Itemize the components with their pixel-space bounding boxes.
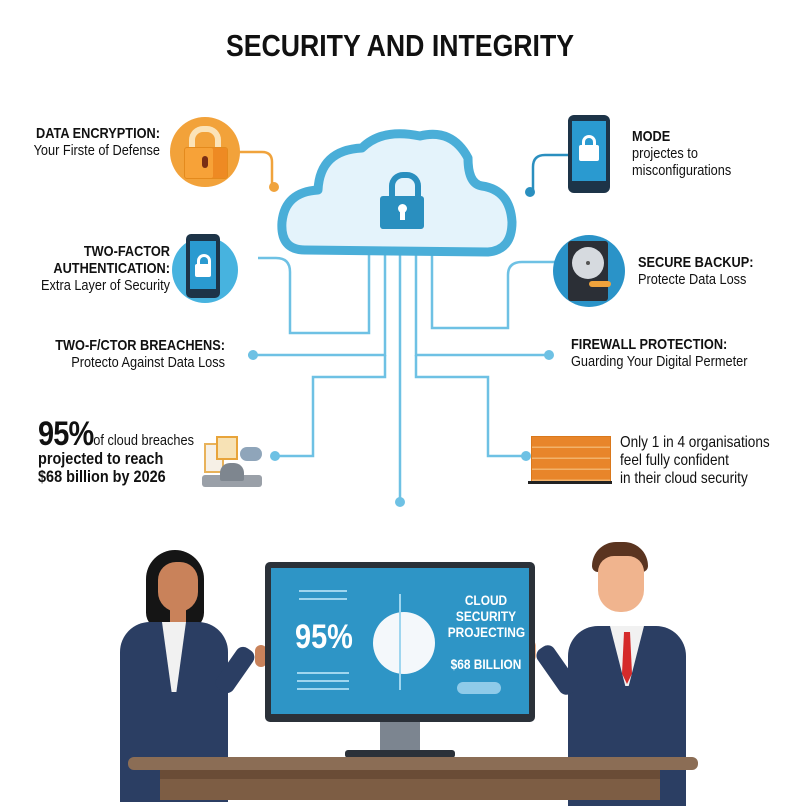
hard-drive-icon <box>553 235 625 307</box>
two-factor-label: TWO-FACTOR AUTHENTICATION: Extra Layer o… <box>41 243 171 294</box>
monitor-stand <box>380 722 420 752</box>
monitor-base <box>345 750 455 758</box>
monitor-screen: 95% CLOUD SECURITY PROJECTING $68 BILLIO… <box>271 568 529 714</box>
breachens-label: TWO-F/CTOR BREACHENS: Protecto Against D… <box>55 337 226 371</box>
mode-label: MODE projectes to misconfigurations <box>632 128 732 179</box>
desk-front <box>160 770 660 800</box>
page-title: SECURITY AND INTEGRITY <box>225 28 575 63</box>
pie-chart-icon <box>373 612 435 674</box>
firewall-protection-label: FIREWALL PROTECTION: Guarding Your Digit… <box>571 336 748 370</box>
smartphone-lock-icon <box>556 115 620 193</box>
desk-top <box>128 757 698 770</box>
secure-backup-label: SECURE BACKUP: Protecte Data Loss <box>638 254 754 288</box>
breach-stat: 95%of cloud breaches projected to reach … <box>38 415 194 486</box>
screen-amount: $68 BILLION <box>450 656 522 672</box>
brick-wall-icon <box>531 436 611 482</box>
cloud-lock-icon <box>380 172 426 229</box>
padlock-icon <box>170 117 240 187</box>
wall-base <box>528 481 612 484</box>
data-encryption-label: DATA ENCRYPTION: Your Firste of Defense <box>33 125 161 159</box>
scale-stamp-icon <box>202 433 264 489</box>
presentation-monitor: 95% CLOUD SECURITY PROJECTING $68 BILLIO… <box>265 562 535 722</box>
screen-stat: 95% <box>295 618 353 656</box>
smartphone-lock-icon <box>172 234 238 303</box>
confidence-stat: Only 1 in 4 organisations feel fully con… <box>620 434 770 487</box>
screen-heading: CLOUD SECURITY PROJECTING <box>447 592 526 640</box>
